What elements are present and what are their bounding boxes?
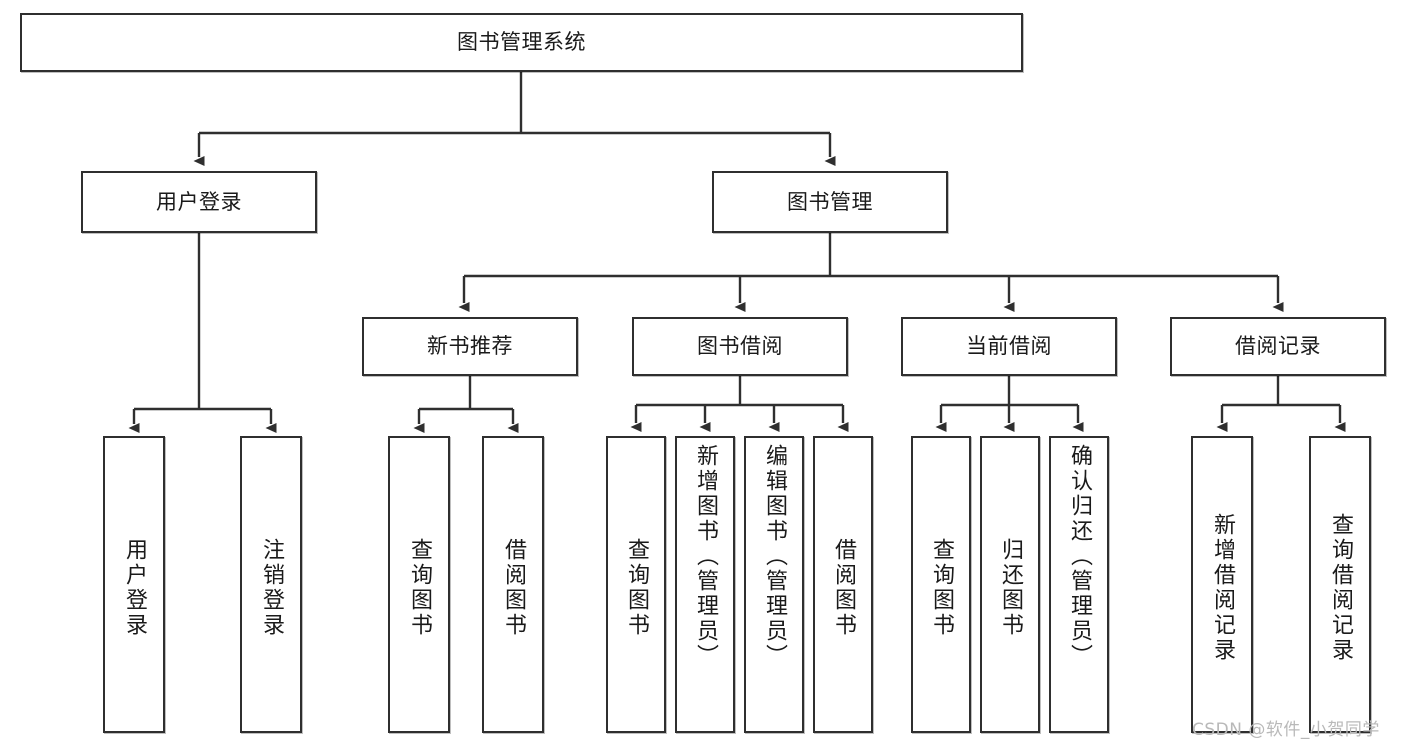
watermark-text: CSDN @软件_小贺同学 — [1192, 720, 1380, 740]
node-leaf-edit-book[interactable]: 编辑图书（管理员） — [744, 436, 804, 733]
node-book-manage[interactable]: 图书管理 — [712, 171, 948, 233]
node-user-login-label: 用户登录 — [156, 189, 242, 214]
node-leaf-user-logout-label: 注销登录 — [259, 537, 284, 638]
node-leaf-return-book-label: 归还图书 — [998, 537, 1023, 638]
node-leaf-add-book[interactable]: 新增图书（管理员） — [675, 436, 735, 733]
node-leaf-borrow-book-2[interactable]: 借阅图书 — [813, 436, 873, 733]
node-leaf-query-record[interactable]: 查询借阅记录 — [1309, 436, 1371, 733]
node-leaf-query-book-2[interactable]: 查询图书 — [606, 436, 666, 733]
node-leaf-user-logout[interactable]: 注销登录 — [240, 436, 302, 733]
node-current-borrow-label: 当前借阅 — [966, 334, 1052, 359]
node-leaf-add-book-label: 新增图书（管理员） — [693, 444, 718, 669]
node-leaf-query-book-1[interactable]: 查询图书 — [388, 436, 450, 733]
node-leaf-query-book-3[interactable]: 查询图书 — [911, 436, 971, 733]
node-leaf-add-record-label: 新增借阅记录 — [1210, 512, 1235, 663]
node-leaf-borrow-book-1[interactable]: 借阅图书 — [482, 436, 544, 733]
node-leaf-query-book-2-label: 查询图书 — [624, 537, 649, 638]
node-borrow-record-label: 借阅记录 — [1235, 334, 1321, 359]
node-book-manage-label: 图书管理 — [787, 189, 873, 214]
node-new-book-rec-label: 新书推荐 — [427, 334, 513, 359]
node-leaf-borrow-book-2-label: 借阅图书 — [831, 537, 856, 638]
node-root[interactable]: 图书管理系统 — [20, 13, 1023, 72]
node-user-login[interactable]: 用户登录 — [81, 171, 317, 233]
node-borrow-record[interactable]: 借阅记录 — [1170, 317, 1386, 376]
node-leaf-confirm-return[interactable]: 确认归还（管理员） — [1049, 436, 1109, 733]
node-leaf-user-login-label: 用户登录 — [122, 537, 147, 638]
node-leaf-user-login[interactable]: 用户登录 — [103, 436, 165, 733]
node-leaf-return-book[interactable]: 归还图书 — [980, 436, 1040, 733]
node-leaf-query-record-label: 查询借阅记录 — [1328, 512, 1353, 663]
node-leaf-borrow-book-1-label: 借阅图书 — [501, 537, 526, 638]
node-leaf-edit-book-label: 编辑图书（管理员） — [762, 444, 787, 669]
node-book-borrow[interactable]: 图书借阅 — [632, 317, 848, 376]
node-leaf-query-book-3-label: 查询图书 — [929, 537, 954, 638]
node-leaf-add-record[interactable]: 新增借阅记录 — [1191, 436, 1253, 733]
node-root-label: 图书管理系统 — [457, 30, 586, 55]
node-current-borrow[interactable]: 当前借阅 — [901, 317, 1117, 376]
node-book-borrow-label: 图书借阅 — [697, 334, 783, 359]
node-new-book-rec[interactable]: 新书推荐 — [362, 317, 578, 376]
node-leaf-confirm-return-label: 确认归还（管理员） — [1067, 444, 1092, 669]
node-leaf-query-book-1-label: 查询图书 — [407, 537, 432, 638]
